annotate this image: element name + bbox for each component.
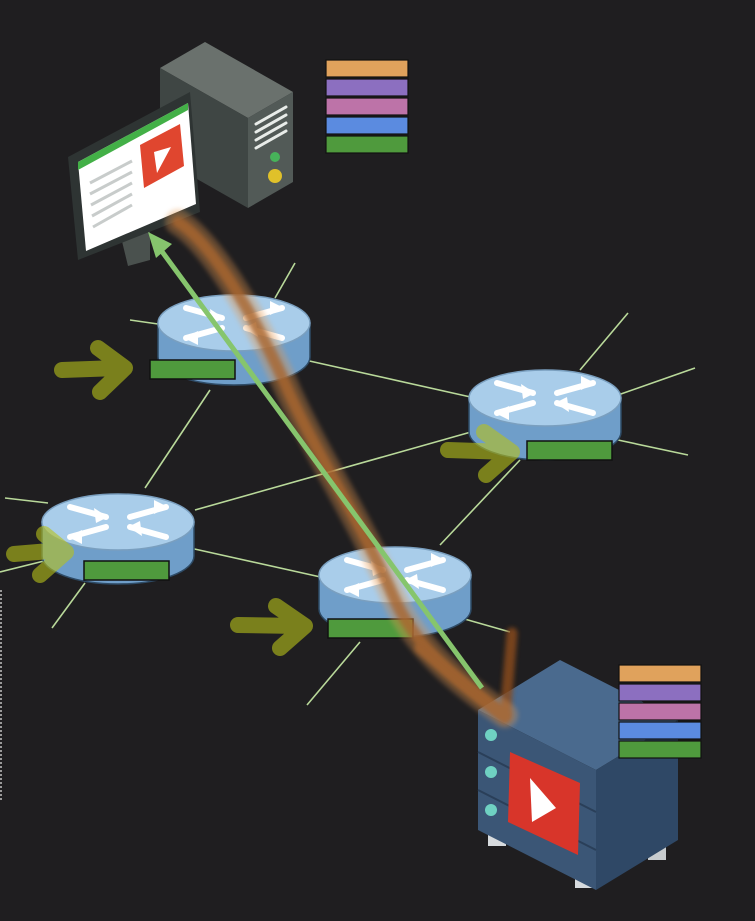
packet-header-layer xyxy=(325,135,409,154)
link-center-right xyxy=(439,459,521,546)
packet-stack-server xyxy=(618,664,702,759)
ingress-arrows xyxy=(6,340,520,656)
monitor-icon xyxy=(68,92,200,266)
packet-header-layer xyxy=(325,116,409,135)
ingress-arrow-center xyxy=(230,598,313,656)
flow-arrows xyxy=(6,209,520,728)
packet-stack-client xyxy=(325,59,409,154)
stub-left-3 xyxy=(51,582,86,629)
router-table-box xyxy=(149,359,236,380)
router-left xyxy=(41,493,195,585)
response-path-arrow xyxy=(148,232,485,690)
video-play-icon xyxy=(140,124,184,188)
link-top-right xyxy=(304,359,476,399)
packet-header-layer xyxy=(618,664,702,683)
stub-top-1 xyxy=(274,262,296,299)
ingress-arrow-right xyxy=(440,424,520,483)
server-play-icon xyxy=(508,752,580,855)
packet-header-layer xyxy=(618,740,702,759)
request-path-glow xyxy=(165,209,518,728)
stub-center-1 xyxy=(306,641,361,706)
stub-right-2 xyxy=(617,367,696,396)
left-edge-dotted-line xyxy=(0,590,4,800)
ingress-arrow-left xyxy=(6,526,74,583)
router-right xyxy=(468,369,622,461)
stub-left-2 xyxy=(0,559,49,573)
router-table-box xyxy=(526,440,613,461)
packet-header-layer xyxy=(325,59,409,78)
packet-header-layer xyxy=(325,97,409,116)
packet-header-layer xyxy=(325,78,409,97)
ingress-arrow-top xyxy=(54,340,133,400)
stub-right-3 xyxy=(617,439,689,456)
packet-header-layer xyxy=(618,721,702,740)
stub-right-1 xyxy=(579,312,629,371)
stub-left-1 xyxy=(4,497,49,504)
packet-header-layer xyxy=(618,683,702,702)
link-left-center xyxy=(189,547,326,579)
link-top-left xyxy=(144,389,211,489)
router-table-box xyxy=(83,560,170,581)
packet-header-layer xyxy=(618,702,702,721)
